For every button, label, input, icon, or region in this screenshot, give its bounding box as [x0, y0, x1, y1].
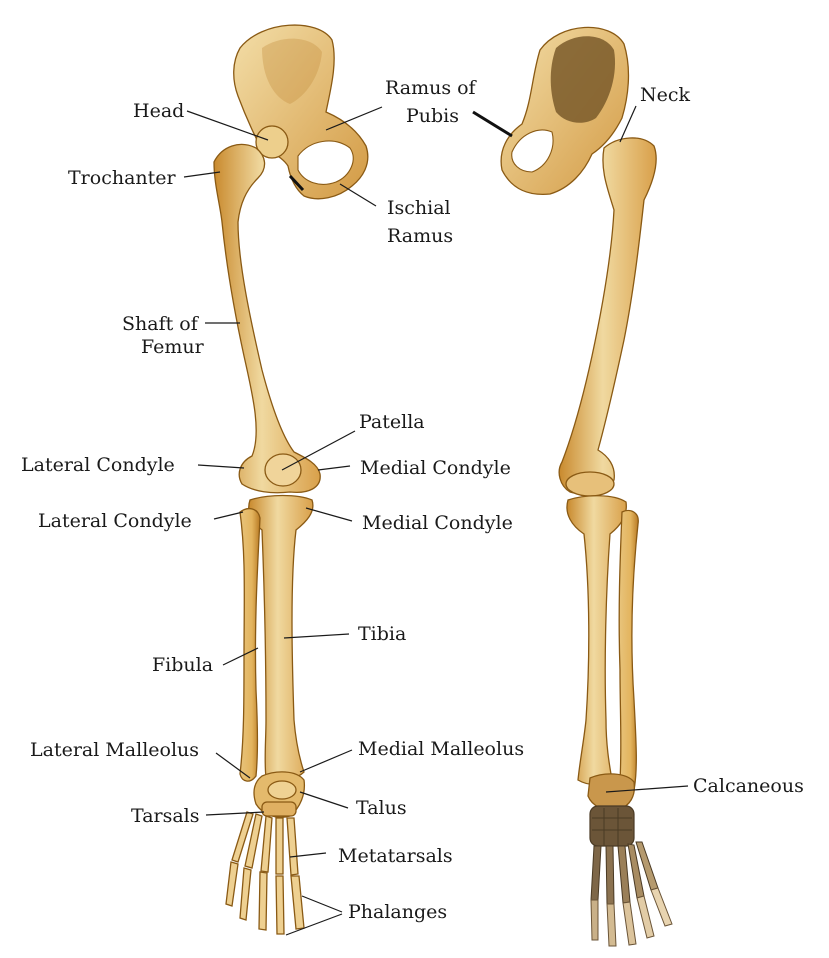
label-tibia: Tibia: [358, 623, 406, 645]
label-ramus-of-pubis-line1: Ramus of: [385, 77, 478, 99]
posterior-tibia: [567, 496, 626, 785]
label-head: Head: [133, 100, 184, 122]
label-neck: Neck: [640, 84, 691, 106]
posterior-tarsals: [588, 774, 634, 846]
label-shaft-of-femur-line1: Shaft of: [122, 313, 200, 335]
label-shaft-of-femur-line2: Femur: [141, 336, 205, 358]
anterior-leg: [214, 25, 368, 934]
label-medial-condyle-tibia: Medial Condyle: [362, 512, 513, 534]
label-lateral-condyle-tibia: Lateral Condyle: [38, 510, 192, 532]
anterior-tarsals: [254, 772, 304, 817]
label-trochanter: Trochanter: [68, 167, 177, 189]
posterior-condyles: [566, 472, 614, 496]
label-talus: Talus: [356, 797, 407, 819]
label-calcaneous: Calcaneous: [693, 775, 804, 797]
anterior-metatarsals: [232, 812, 298, 875]
label-fibula: Fibula: [152, 654, 213, 676]
label-phalanges: Phalanges: [348, 901, 447, 923]
label-medial-malleolus: Medial Malleolus: [358, 738, 524, 760]
posterior-foot: [591, 842, 672, 946]
label-metatarsals: Metatarsals: [338, 845, 453, 867]
label-lateral-condyle-femur: Lateral Condyle: [21, 454, 175, 476]
posterior-fibula: [619, 511, 638, 792]
label-ischial-ramus-line1: Ischial: [387, 197, 451, 219]
label-ramus-of-pubis-line2: Pubis: [406, 105, 459, 127]
posterior-leg: [501, 27, 672, 946]
labels: Head Ramus of Pubis Neck Trochanter Isch…: [21, 77, 804, 923]
label-patella: Patella: [359, 411, 425, 433]
label-tarsals: Tarsals: [131, 805, 200, 827]
label-ischial-ramus-line2: Ramus: [387, 225, 453, 247]
anterior-fibula: [240, 509, 260, 781]
label-medial-condyle-femur: Medial Condyle: [360, 457, 511, 479]
label-lateral-malleolus: Lateral Malleolus: [30, 739, 199, 761]
posterior-femur: [559, 138, 656, 494]
